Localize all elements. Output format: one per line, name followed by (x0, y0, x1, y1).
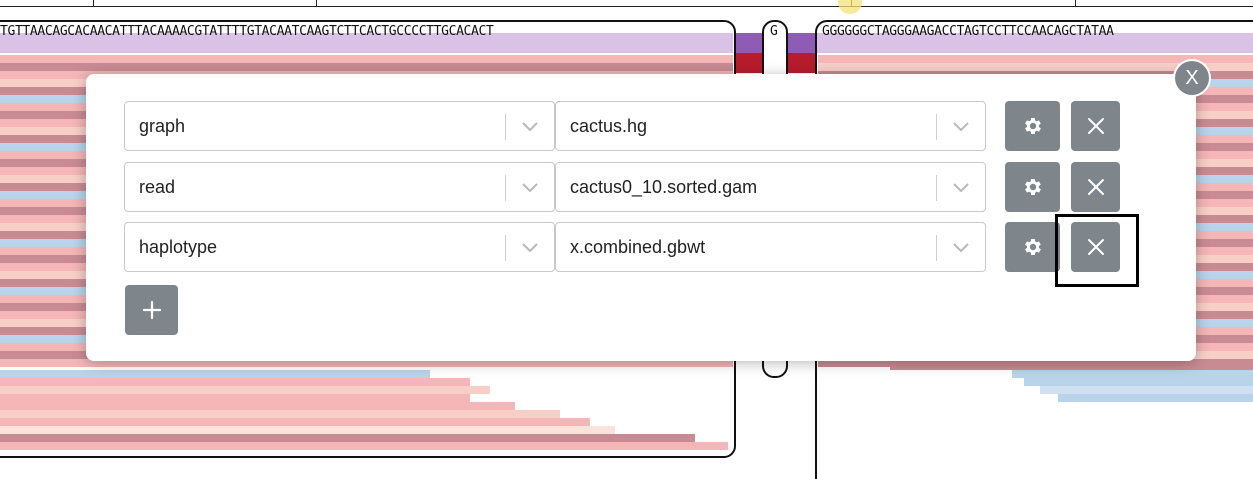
node-band (816, 33, 1253, 53)
chevron-down-icon (953, 183, 969, 193)
track-file-select[interactable]: cactus.hg (555, 101, 986, 151)
sequence-right: GGGGGGCTAGGGAAGACCTAGTCCTTCCAACAGCTATAA (822, 24, 1114, 39)
remove-track-button[interactable] (1071, 101, 1120, 151)
sequence-left: TGTTAACAGCACAACATTTACAAAACGTATTTTGTACAAT… (0, 24, 494, 39)
select-divider (505, 114, 506, 140)
read-bar (0, 402, 515, 410)
track-file-select[interactable]: cactus0_10.sorted.gam (555, 162, 986, 212)
ruler (0, 6, 1253, 7)
read-bar (0, 434, 695, 442)
track-settings-button[interactable] (1005, 101, 1060, 151)
read-bar (0, 370, 430, 378)
select-divider (936, 175, 937, 201)
track-type-value: graph (139, 116, 186, 136)
track-type-value: haplotype (139, 237, 218, 257)
select-divider (505, 235, 506, 261)
path-block (735, 33, 763, 53)
path-block (735, 53, 763, 73)
read-bar (0, 410, 560, 418)
highlight-dot (838, 0, 862, 14)
read-bar (0, 418, 590, 426)
close-modal-button[interactable]: X (1175, 61, 1209, 95)
track-file-value: x.combined.gbwt (570, 237, 706, 257)
track-file-select[interactable]: x.combined.gbwt (555, 222, 986, 272)
chevron-down-icon (522, 243, 538, 253)
gear-icon (1024, 239, 1041, 255)
remove-track-button[interactable] (1071, 162, 1120, 212)
read-bar (0, 394, 470, 402)
node-band (0, 33, 733, 53)
read-bar (0, 359, 733, 367)
read-bar (818, 55, 1253, 63)
add-track-button[interactable] (125, 285, 178, 335)
select-divider (505, 175, 506, 201)
chevron-down-icon (522, 122, 538, 132)
chevron-down-icon (522, 183, 538, 193)
graph-node (815, 20, 1253, 120)
read-bar (0, 386, 490, 394)
track-file-value: cactus.hg (570, 116, 648, 136)
x-icon (1087, 179, 1104, 195)
plus-icon (142, 300, 161, 320)
read-bar (0, 378, 470, 386)
read-bar (0, 55, 733, 63)
read-bar (890, 362, 1253, 370)
track-settings-button[interactable] (1005, 222, 1060, 272)
read-bar (0, 442, 728, 450)
ruler-tick (1075, 0, 1076, 7)
x-icon (1087, 239, 1104, 255)
read-bar (1012, 370, 1253, 378)
chevron-down-icon (953, 243, 969, 253)
read-bar (818, 63, 1253, 71)
ruler-tick (93, 0, 94, 7)
x-icon (1087, 118, 1104, 134)
read-bar (1040, 386, 1253, 394)
track-file-value: cactus0_10.sorted.gam (570, 177, 758, 197)
chevron-down-icon (953, 122, 969, 132)
remove-track-button[interactable] (1071, 222, 1120, 272)
path-block (788, 53, 816, 73)
select-divider (936, 114, 937, 140)
ruler-tick (316, 0, 317, 7)
read-bar (0, 426, 615, 434)
track-type-select[interactable]: read (124, 162, 555, 212)
track-type-value: read (139, 177, 176, 197)
gear-icon (1024, 118, 1041, 134)
track-type-select[interactable]: haplotype (124, 222, 555, 272)
close-icon: X (1185, 67, 1199, 89)
path-block (788, 33, 816, 53)
read-bar (1058, 394, 1253, 402)
focus-highlight (1055, 214, 1139, 287)
select-divider (936, 235, 937, 261)
gear-icon (1024, 179, 1041, 195)
track-settings-button[interactable] (1005, 162, 1060, 212)
read-bar (0, 63, 733, 71)
track-type-select[interactable]: graph (124, 101, 555, 151)
read-bar (1024, 378, 1253, 386)
